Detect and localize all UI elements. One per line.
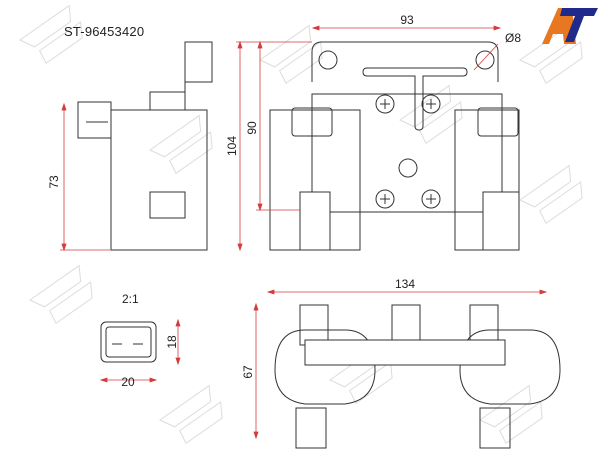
dimension-20: 20 xyxy=(121,375,135,389)
side-view xyxy=(77,41,213,251)
connector-detail xyxy=(100,321,157,363)
part-number: ST-96453420 xyxy=(64,24,145,39)
dimension-93: 93 xyxy=(400,13,414,27)
connector-dimensions xyxy=(99,318,181,383)
dimension-104: 104 xyxy=(225,136,239,156)
brand-logo-icon xyxy=(542,8,598,44)
dimension-90: 90 xyxy=(245,121,259,135)
dimension-73: 73 xyxy=(47,175,61,189)
top-view-dimensions xyxy=(253,289,548,440)
dimension-hole-diameter: Ø8 xyxy=(505,31,521,45)
front-view-dimensions xyxy=(236,25,502,252)
side-view-dimension-73 xyxy=(60,102,110,252)
watermark-pattern xyxy=(19,4,583,445)
dimension-134: 134 xyxy=(395,277,415,291)
top-view xyxy=(274,304,561,449)
front-view xyxy=(269,41,520,251)
scale-label: 2:1 xyxy=(122,292,139,306)
dimension-67: 67 xyxy=(241,365,255,379)
dimension-18: 18 xyxy=(165,335,179,349)
